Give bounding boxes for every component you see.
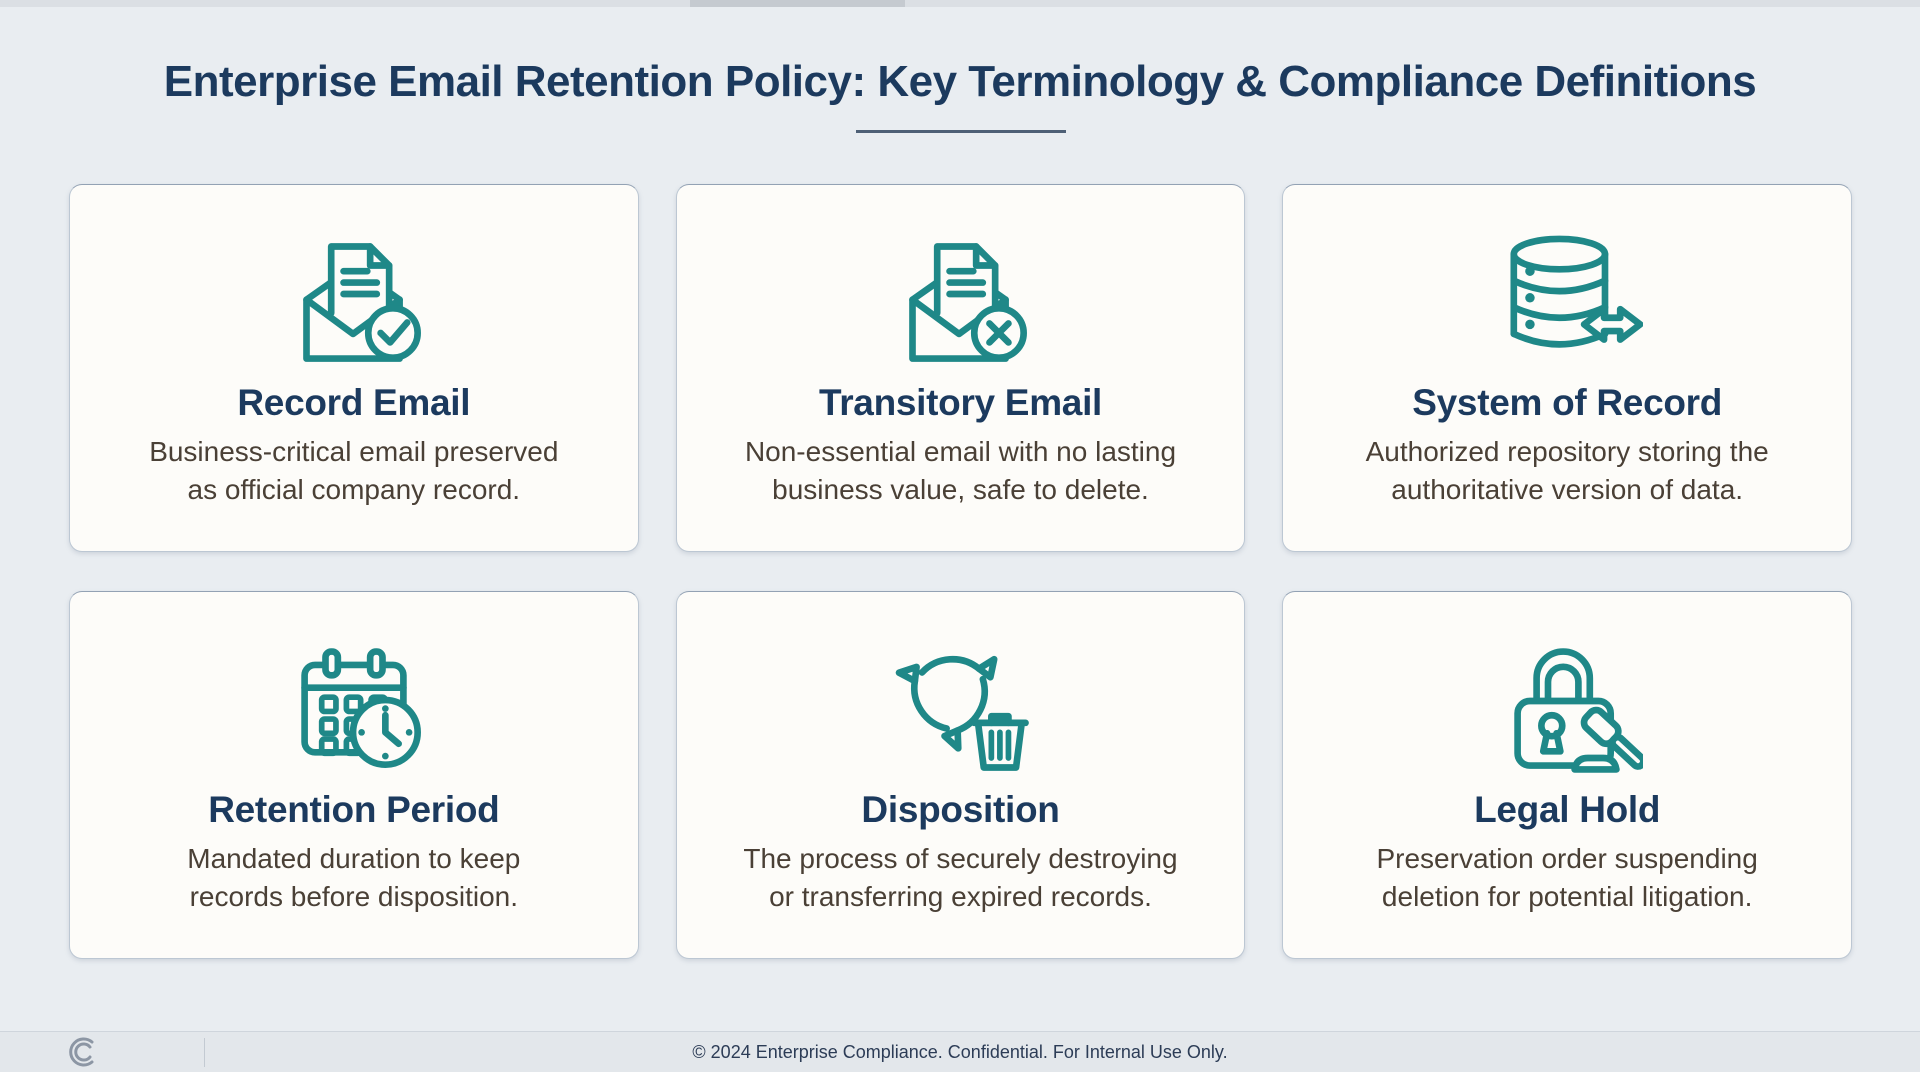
- footer-text: © 2024 Enterprise Compliance. Confidenti…: [692, 1042, 1228, 1062]
- definition-card-grid: Record Email Business-critical email pre…: [69, 184, 1852, 959]
- card-system-of-record: System of Record Authorized repository s…: [1282, 184, 1852, 552]
- card-title: Disposition: [861, 789, 1060, 830]
- card-legal-hold: Legal Hold Preservation order suspending…: [1282, 591, 1852, 959]
- card-transitory-email: Transitory Email Non-essential email wit…: [675, 184, 1246, 552]
- card-title: Legal Hold: [1474, 789, 1661, 830]
- footer-bar: © 2024 Enterprise Compliance. Confidenti…: [0, 1031, 1920, 1072]
- top-edge-strip-dark-segment: [690, 0, 905, 7]
- card-title: System of Record: [1412, 382, 1723, 423]
- card-title: Retention Period: [208, 789, 500, 830]
- card-title: Transitory Email: [818, 382, 1103, 423]
- card-description: Authorized repository storing the author…: [1365, 436, 1769, 505]
- title-underline: [856, 130, 1066, 133]
- top-edge-strip: [0, 0, 1920, 7]
- card-record-email: Record Email Business-critical email pre…: [69, 184, 639, 552]
- company-monogram-icon: [69, 1037, 94, 1067]
- card-description: Preservation order suspending deletion f…: [1376, 843, 1758, 912]
- card-description: Business-critical email preserved as off…: [149, 436, 559, 505]
- card-title: Record Email: [237, 382, 471, 423]
- card-description: Mandated duration to keep records before…: [187, 843, 521, 912]
- lock-gavel-icon: [1514, 648, 1644, 773]
- card-description: The process of securely destroying or tr…: [743, 843, 1178, 912]
- card-disposition: Disposition The process of securely dest…: [675, 591, 1246, 959]
- mail-document-check-icon: [303, 243, 421, 362]
- recycle-trash-icon: [896, 655, 1030, 771]
- database-sync-icon: [1510, 235, 1644, 348]
- card-retention-period: Retention Period Mandated duration to ke…: [69, 591, 639, 959]
- calendar-clock-icon: [301, 648, 421, 768]
- page-title: Enterprise Email Retention Policy: Key T…: [163, 57, 1757, 106]
- mail-document-x-icon: [909, 243, 1028, 362]
- footer-divider: [204, 1038, 205, 1067]
- card-description: Non-essential email with no lasting busi…: [744, 436, 1177, 505]
